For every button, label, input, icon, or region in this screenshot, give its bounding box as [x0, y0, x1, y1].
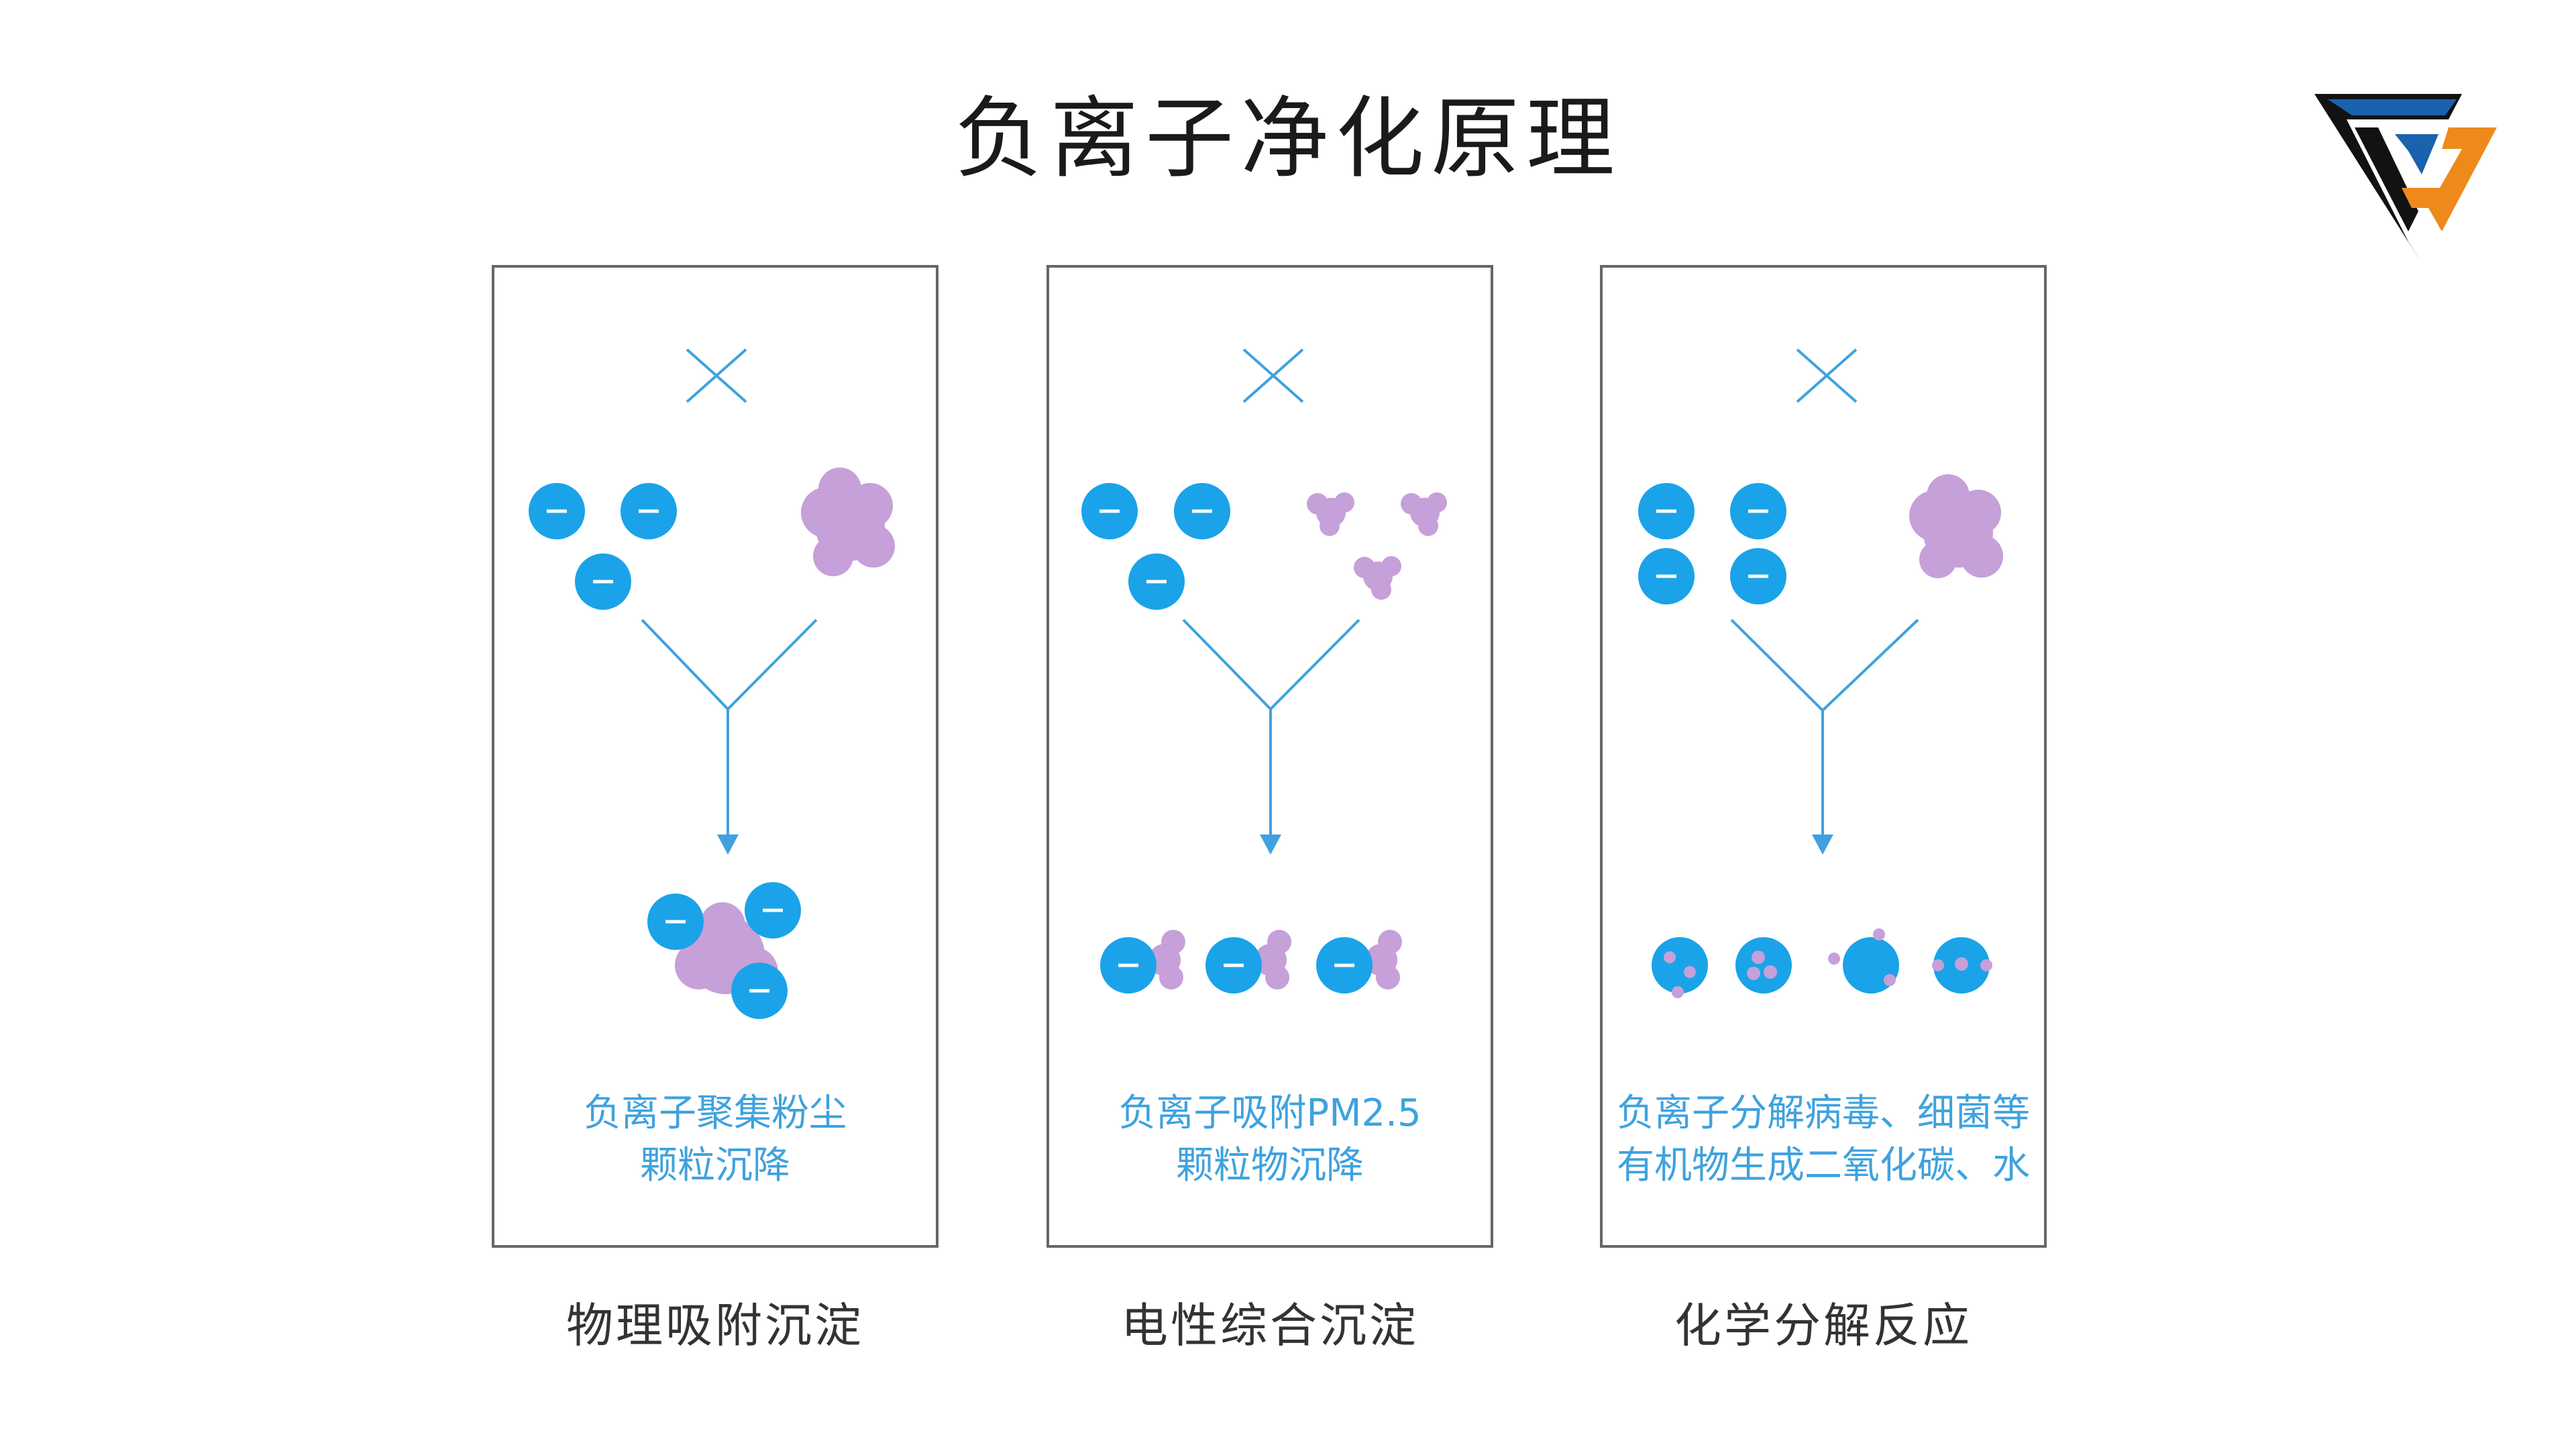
arrow-head: [717, 835, 739, 855]
merge-arrow: [1730, 619, 1919, 841]
dust-cluster: [801, 468, 895, 576]
panel-1-illustration: [529, 348, 895, 1019]
panel-chemical-decomposition: 负离子分解病毒、细菌等 有机物生成二氧化碳、水: [1600, 265, 2047, 1248]
panel-caption: 负离子吸附PM2.5 颗粒物沉降: [1049, 1087, 1491, 1192]
caption-line: 负离子吸附PM2.5: [1118, 1091, 1421, 1135]
label-physical-adsorption: 物理吸附沉淀: [566, 1298, 864, 1353]
merge-arrow: [641, 619, 818, 841]
caption-line: 有机物生成二氧化碳、水: [1617, 1144, 2030, 1187]
arrow-head: [1812, 835, 1833, 855]
company-logo: [2314, 94, 2497, 263]
caption-line: 负离子分解病毒、细菌等: [1617, 1091, 2030, 1135]
label-chemical-decomposition: 化学分解反应: [1674, 1298, 1972, 1353]
page-title: 负离子净化原理: [955, 87, 1621, 191]
multiply-icon: [1796, 348, 1858, 403]
label-electrical-sedimentation: 电性综合沉淀: [1121, 1298, 1419, 1353]
panel-caption: 负离子分解病毒、细菌等 有机物生成二氧化碳、水: [1603, 1087, 2044, 1192]
panel-2-illustration: [1081, 348, 1447, 994]
ion-group: [1638, 483, 1786, 604]
arrow-head: [1260, 835, 1281, 855]
organic-cluster: [1909, 474, 2003, 578]
merge-arrow: [1182, 619, 1360, 841]
multiply-icon: [686, 348, 747, 403]
ion-group: [1081, 483, 1230, 610]
caption-line: 颗粒沉降: [640, 1144, 790, 1187]
dust-with-ions: [647, 882, 801, 1019]
panel-3-illustration: [1638, 348, 2003, 998]
caption-line: 负离子聚集粉尘: [584, 1091, 847, 1135]
multiply-icon: [1242, 348, 1304, 403]
pm25-particles: [1307, 492, 1447, 600]
decomposed-ions: [1652, 928, 1992, 998]
ion-group: [529, 483, 677, 610]
caption-line: 颗粒物沉降: [1176, 1144, 1364, 1187]
panel-caption: 负离子聚集粉尘 颗粒沉降: [494, 1087, 936, 1192]
ion-particle-pairs: [1100, 930, 1402, 994]
panel-physical-adsorption: 负离子聚集粉尘 颗粒沉降: [492, 265, 938, 1248]
panel-electrical-sedimentation: 负离子吸附PM2.5 颗粒物沉降: [1046, 265, 1493, 1248]
